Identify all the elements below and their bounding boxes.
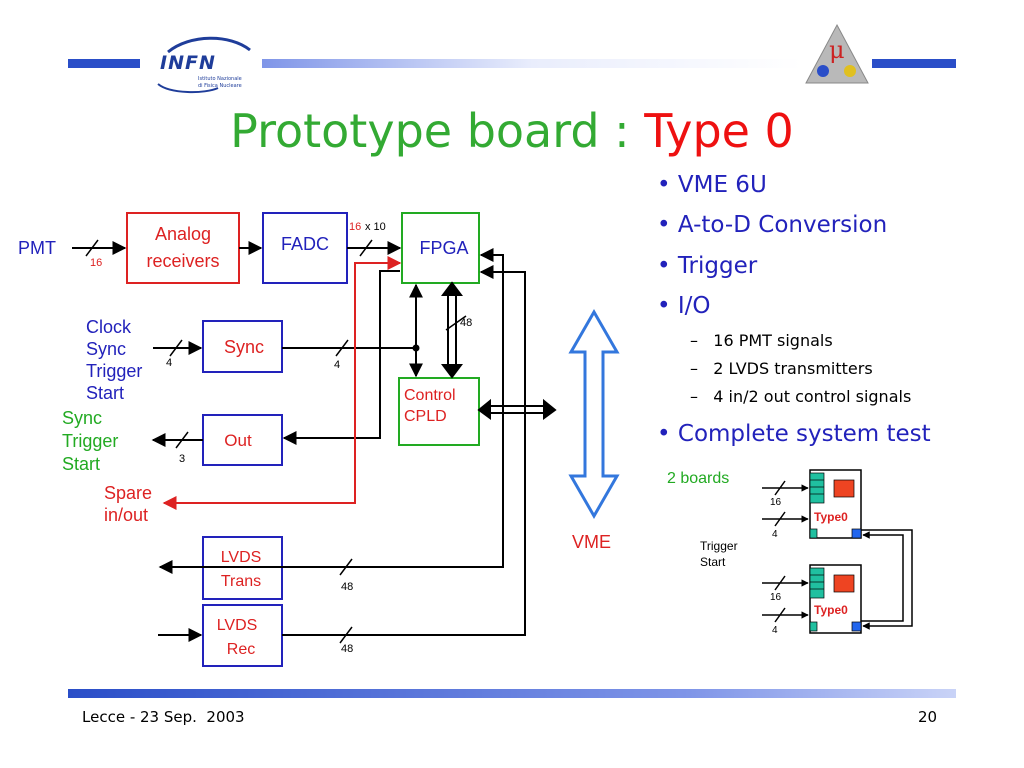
test-bus-bottom-b: 4: [772, 625, 778, 636]
input-trigger: Trigger: [86, 361, 142, 381]
output-sync: Sync: [62, 408, 102, 428]
lvds-trans-label-2: Trans: [221, 573, 261, 590]
vme-label: VME: [572, 532, 611, 552]
input-sync: Sync: [86, 339, 126, 359]
input-clock: Clock: [86, 317, 132, 337]
test-connections: [762, 480, 913, 630]
bus-lvds-rec: 48: [341, 643, 353, 655]
test-trigger-label-1: Trigger: [700, 539, 738, 553]
spare-connection: [162, 256, 402, 510]
infn-logo-text: INFN: [160, 52, 216, 74]
system-test-caption: 2 boards: [667, 470, 730, 487]
test-bus-top-b: 4: [772, 529, 778, 540]
bus-ticks: [85, 239, 467, 644]
spare-label-1: Spare: [104, 483, 152, 503]
emblem-icon: [805, 23, 869, 84]
test-trigger-label-2: Start: [700, 555, 726, 569]
bullet-item: • VME 6U: [657, 172, 767, 198]
infn-logo-subtext-2: di Fisica Nucleare: [198, 83, 242, 89]
test-bus-bottom-a: 16: [770, 592, 782, 603]
type0-label-bottom: Type0: [814, 603, 848, 617]
footer-rule: [68, 689, 956, 698]
vme-arrow-icon: [568, 308, 620, 520]
bullet-item-final: • Complete system test: [657, 421, 931, 447]
emblem-mu: μ: [829, 36, 845, 64]
subbullet-item: – 2 LVDS transmitters: [690, 359, 873, 378]
test-bus-top-a: 16: [770, 497, 782, 508]
bus-fadc-fpga-a: 16: [349, 221, 361, 233]
lvds-rec-label-2: Rec: [227, 641, 255, 658]
lvds-rec-block: [202, 604, 283, 667]
bullet-item: • I/O: [657, 293, 711, 319]
type0-label-top: Type0: [814, 510, 848, 524]
thick-buses: [441, 281, 557, 420]
output-start: Start: [62, 454, 100, 474]
bullet-item: • A-to-D Conversion: [657, 212, 888, 238]
slide-title-prefix: Prototype board :: [230, 104, 645, 158]
output-trigger: Trigger: [62, 431, 118, 451]
spare-label-2: in/out: [104, 505, 148, 525]
slide-title: Prototype board : Type 0: [0, 104, 1024, 158]
subbullet-item: – 16 PMT signals: [690, 331, 833, 350]
input-start: Start: [86, 383, 124, 403]
bus-fadc-fpga-b: x 10: [365, 221, 386, 233]
infn-logo-subtext-1: Istituto Nazionale: [198, 76, 242, 82]
bus-pmt: 16: [90, 257, 102, 269]
lvds-rec-label-1: LVDS: [217, 617, 258, 634]
connector-stacks: [809, 472, 825, 632]
bullet-item: • Trigger: [657, 253, 758, 279]
header-band: [68, 23, 956, 84]
pmt-label: PMT: [18, 238, 56, 258]
footer-left: Lecce - 23 Sep. 2003: [82, 708, 245, 726]
analog-label-1: Analog: [155, 224, 211, 244]
infn-logo: INFN Istituto Nazionale di Fisica Nuclea…: [150, 32, 260, 94]
bus-lvds-trans: 48: [341, 581, 353, 593]
page-number: 20: [918, 708, 938, 726]
subbullet-item: – 4 in/2 out control signals: [690, 387, 912, 406]
slide-title-highlight: Type 0: [644, 104, 794, 158]
chips: [833, 479, 862, 632]
